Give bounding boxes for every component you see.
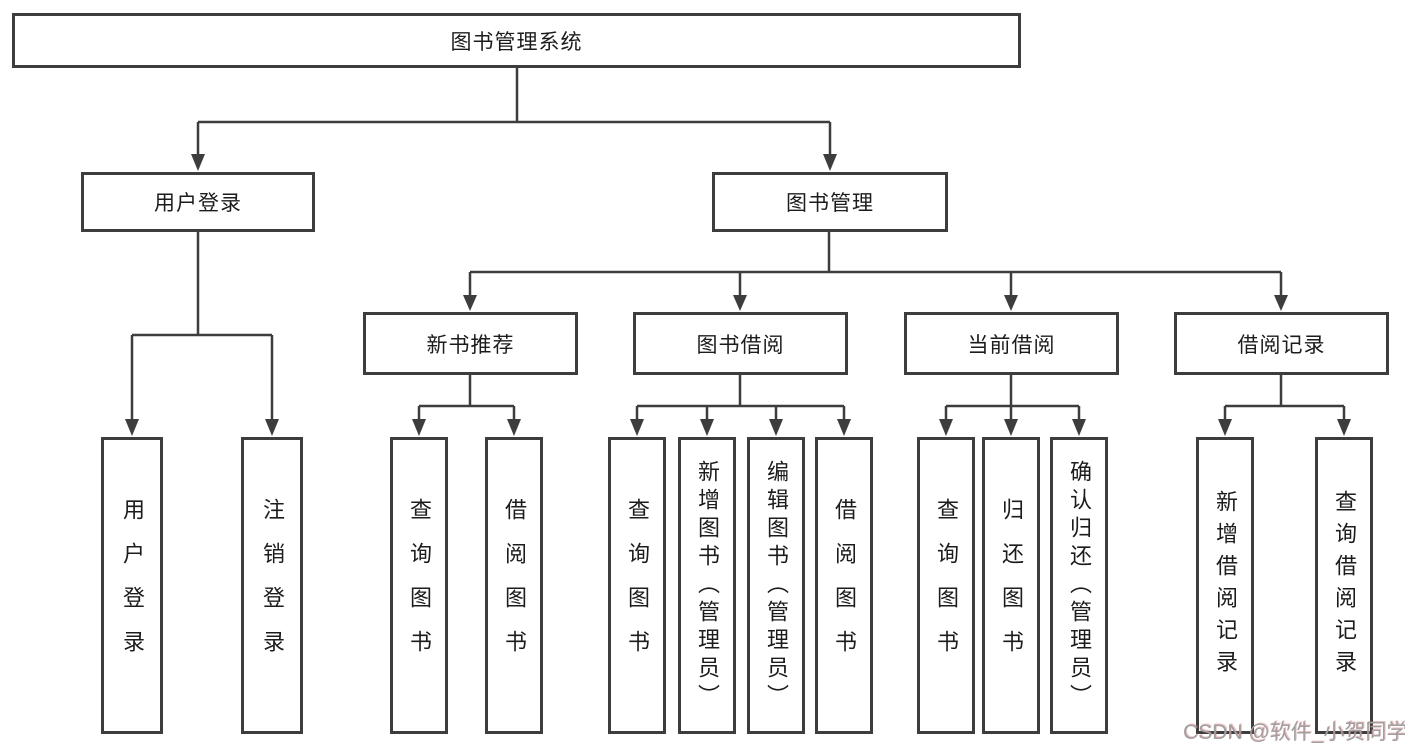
- node-current-borrow: 当前借阅: [904, 312, 1119, 375]
- csdn-watermark: CSDN @软件_小贺同学: [1183, 721, 1405, 744]
- connector-current-borrow-branch: [944, 375, 1081, 421]
- leaf-confirm-return-admin-label: 确认归还（管理员）: [1067, 459, 1092, 712]
- leaf-query-borrow-record-label: 查询借阅记录: [1332, 489, 1357, 682]
- connector-new-book-branch: [417, 375, 516, 421]
- leaf-borrow-books-recommend: 借阅图书: [485, 437, 543, 734]
- arrowheads: [125, 154, 1351, 436]
- node-new-book-recommend-label: 新书推荐: [426, 333, 515, 357]
- node-book-borrow-label: 图书借阅: [696, 333, 785, 357]
- leaf-borrow-books-recommend-label: 借阅图书: [502, 497, 527, 674]
- leaf-add-book-admin-label: 新增图书（管理员）: [695, 459, 720, 712]
- connector-borrow-record-branch: [1223, 375, 1346, 421]
- leaf-query-books-current-label: 查询图书: [934, 497, 959, 674]
- node-user-login-group: 用户登录: [81, 172, 315, 232]
- leaf-add-borrow-record: 新增借阅记录: [1196, 437, 1254, 734]
- node-root-system: 图书管理系统: [12, 13, 1021, 68]
- connector-root-to-level2: [196, 68, 832, 158]
- node-current-borrow-label: 当前借阅: [967, 333, 1056, 357]
- leaf-logout-label: 注销登录: [260, 497, 285, 674]
- leaf-logout: 注销登录: [241, 437, 303, 734]
- connector-book-management-branch: [468, 232, 1283, 297]
- leaf-add-book-admin: 新增图书（管理员）: [678, 437, 736, 734]
- leaf-edit-book-admin-label: 编辑图书（管理员）: [764, 459, 789, 712]
- leaf-query-books-borrow: 查询图书: [608, 437, 666, 734]
- node-borrow-record: 借阅记录: [1174, 312, 1389, 375]
- leaf-confirm-return-admin: 确认归还（管理员）: [1050, 437, 1108, 734]
- node-book-management-label: 图书管理: [786, 192, 874, 215]
- node-user-login-label: 用户登录: [154, 192, 242, 215]
- leaf-query-books-recommend-label: 查询图书: [407, 497, 432, 674]
- leaf-borrow-books: 借阅图书: [815, 437, 873, 734]
- leaf-edit-book-admin: 编辑图书（管理员）: [747, 437, 805, 734]
- connector-user-login-branch: [130, 232, 274, 421]
- leaf-user-login: 用户登录: [101, 437, 163, 734]
- leaf-query-books-current: 查询图书: [917, 437, 975, 734]
- node-book-management: 图书管理: [712, 172, 948, 232]
- leaf-query-books-recommend: 查询图书: [390, 437, 448, 734]
- leaf-add-borrow-record-label: 新增借阅记录: [1213, 489, 1238, 682]
- leaf-query-books-borrow-label: 查询图书: [625, 497, 650, 674]
- connector-book-borrow-branch: [635, 375, 846, 421]
- node-root-label: 图书管理系统: [450, 30, 583, 54]
- leaf-borrow-books-label: 借阅图书: [832, 497, 857, 674]
- leaf-user-login-label: 用户登录: [120, 497, 145, 674]
- leaf-query-borrow-record: 查询借阅记录: [1315, 437, 1373, 734]
- node-new-book-recommend: 新书推荐: [363, 312, 578, 375]
- leaf-return-book: 归还图书: [982, 437, 1040, 734]
- node-borrow-record-label: 借阅记录: [1237, 333, 1326, 357]
- node-book-borrow: 图书借阅: [633, 312, 848, 375]
- leaf-return-book-label: 归还图书: [999, 497, 1024, 674]
